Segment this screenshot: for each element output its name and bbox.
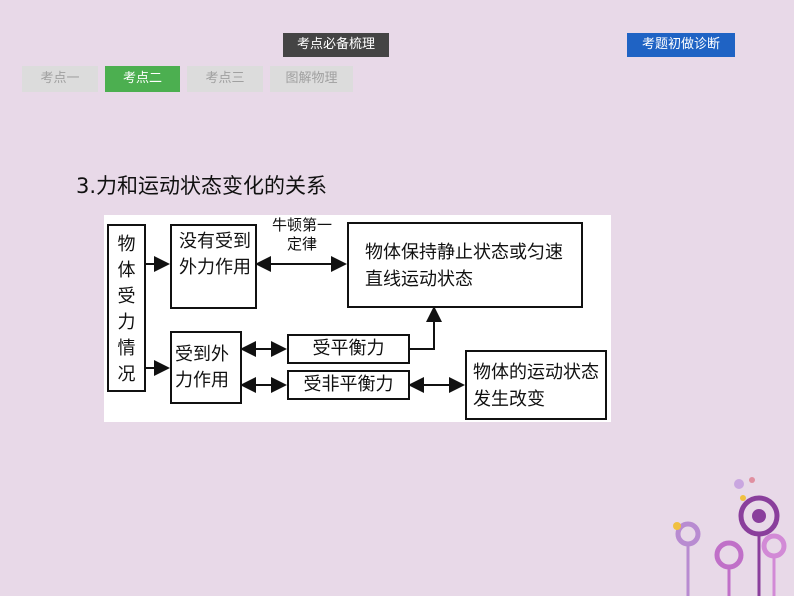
arrow-balanced-to-static: [410, 306, 442, 350]
section-title-button[interactable]: 考点必备梳理: [283, 33, 389, 57]
decorative-circles-graphic: [673, 477, 787, 596]
box-motion-state-changes: 物体的运动状态发生改变: [465, 350, 607, 420]
box-unbalanced-force: 受非平衡力: [287, 370, 410, 400]
page-heading: 3.力和运动状态变化的关系: [76, 174, 328, 198]
box-force-condition: 物体受力情况: [107, 224, 146, 392]
newton-first-law-label: 牛顿第一定律: [271, 216, 332, 253]
tab-point-3[interactable]: 考点三: [187, 66, 263, 92]
diagnosis-button[interactable]: 考题初做诊断: [627, 33, 735, 57]
tab-point-2[interactable]: 考点二: [105, 66, 180, 92]
box-external-force: 受到外力作用: [170, 331, 242, 404]
box-balanced-force: 受平衡力: [287, 334, 410, 364]
box-no-external-force: 没有受到外力作用: [170, 224, 257, 309]
tab-point-1[interactable]: 考点一: [22, 66, 98, 92]
box-static-or-uniform-motion: 物体保持静止状态或匀速直线运动状态: [347, 222, 583, 308]
diagram-arrows: [146, 256, 465, 393]
tab-illustrated-physics[interactable]: 图解物理: [270, 66, 353, 92]
force-motion-diagram: 物体受力情况 没有受到外力作用 牛顿第一定律 物体保持静止状态或匀速直线运动状态…: [104, 215, 611, 422]
